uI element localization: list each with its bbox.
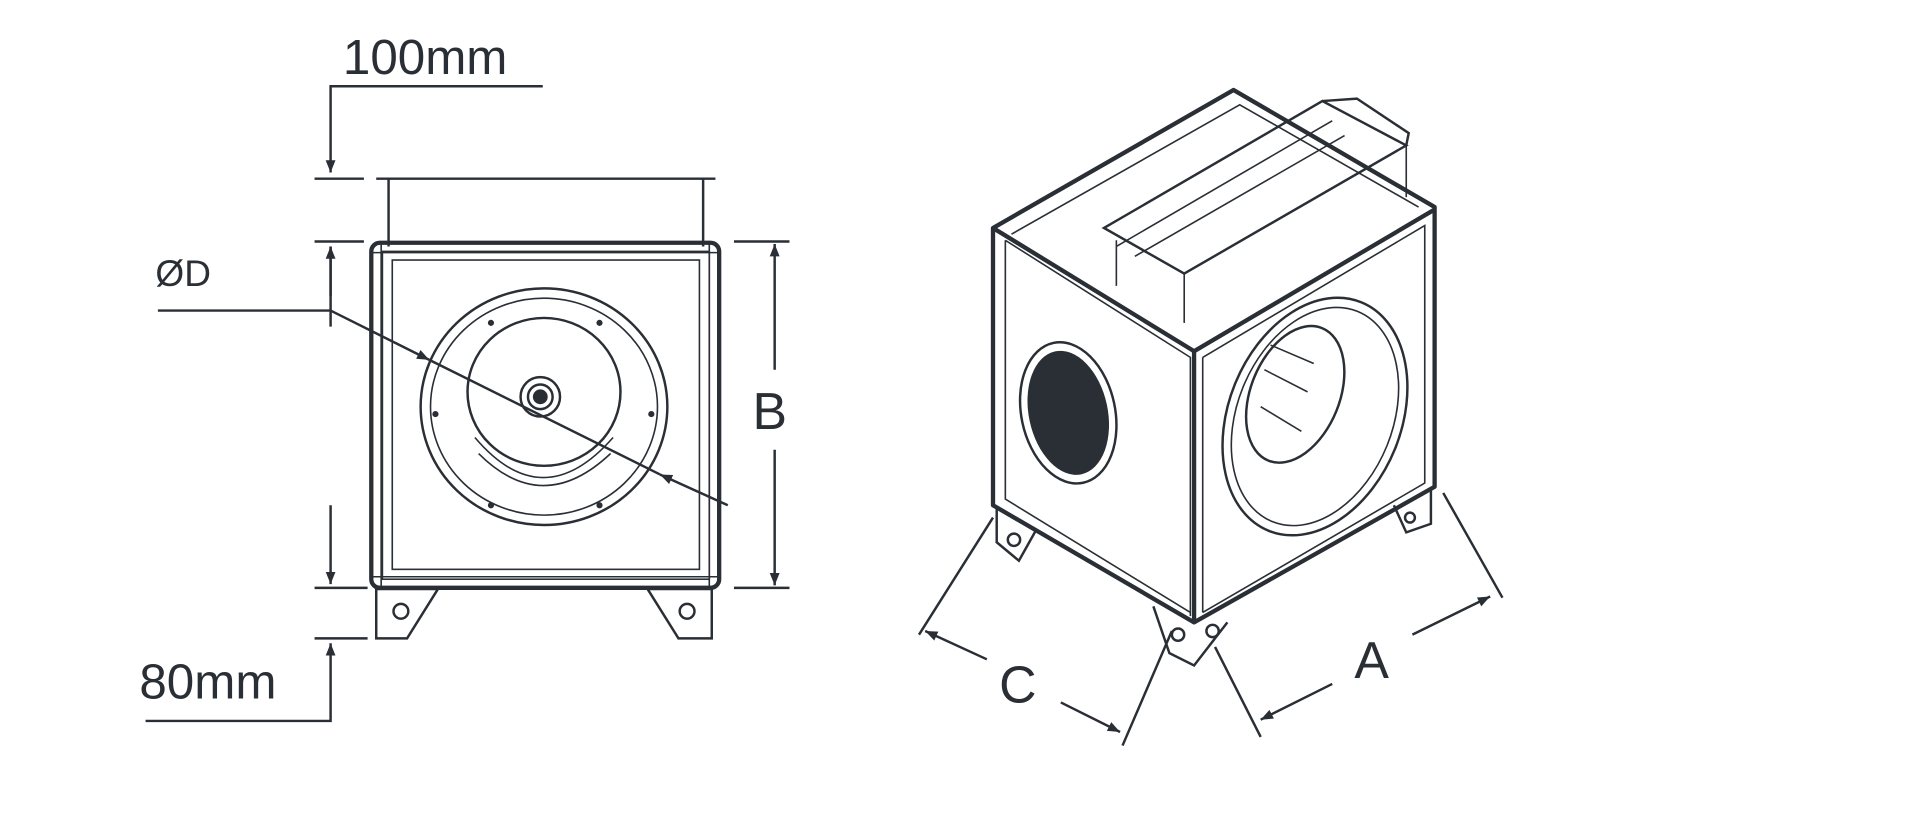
- diameter-line: [428, 358, 661, 476]
- iso-feet: [995, 490, 1433, 668]
- diameter-arrow: [659, 473, 729, 507]
- depth-extension-lines: [917, 516, 1174, 747]
- frame-edges: [371, 242, 720, 588]
- width-arrow-left: [1260, 682, 1333, 721]
- depth-label: C: [999, 655, 1036, 713]
- motor-hub: [519, 375, 562, 418]
- bottom-offset-dimension: [145, 643, 336, 723]
- top-offset-label: 100mm: [343, 30, 507, 85]
- top-offset-dimension: [325, 85, 543, 173]
- diameter-leader: [157, 309, 430, 361]
- front-view: 100mm ØD B: [139, 30, 790, 723]
- iso-casing-outline: [990, 87, 1437, 625]
- side-inlet: [1018, 341, 1118, 485]
- bottom-offset-label: 80mm: [139, 655, 276, 710]
- iso-frame: [1004, 224, 1426, 617]
- height-ticks: [733, 240, 790, 590]
- outlet-duct: [1101, 97, 1411, 323]
- iso-casing-edges: [991, 207, 1436, 623]
- casing-panel: [391, 259, 701, 571]
- width-arrow-right: [1411, 595, 1491, 636]
- isometric-view: C A: [917, 87, 1504, 747]
- width-extension-lines: [1213, 492, 1504, 738]
- iso-top-frame: [1011, 103, 1419, 235]
- diameter-label: ØD: [155, 253, 210, 294]
- front-inlet: [1221, 296, 1409, 537]
- width-label: A: [1354, 631, 1389, 689]
- depth-arrow-left: [924, 629, 988, 661]
- feet: [374, 587, 713, 640]
- bottom-offset-ticks: [314, 586, 368, 640]
- depth-arrow-right: [1060, 701, 1121, 734]
- casing-outer: [369, 240, 722, 590]
- top-rail: [376, 177, 716, 247]
- top-offset-ticks: [314, 177, 364, 243]
- inlet-ring: [419, 287, 669, 527]
- height-label: B: [752, 382, 787, 440]
